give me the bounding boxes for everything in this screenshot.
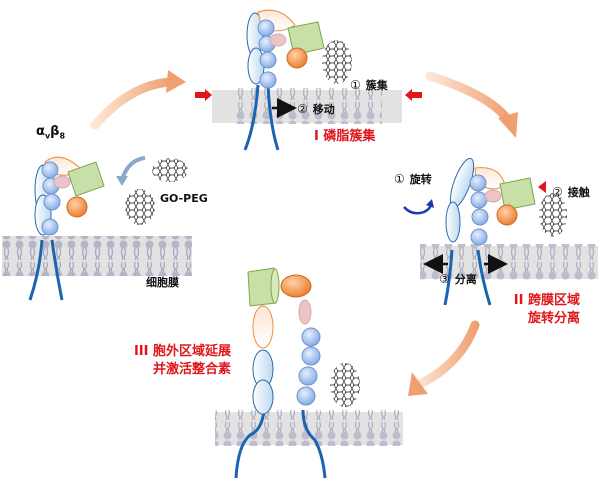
integrin-label: αvβ8 [36,124,66,141]
go-peg-sheet-stage-1 [322,40,352,84]
contact-marker [538,181,546,193]
cell-membrane-label: 细胞膜 [146,276,179,289]
integrin-stage-2 [443,157,536,306]
pressure-arrow-right [405,89,422,101]
stage2-title: II 跨膜区域 旋转分离 [514,292,580,327]
stage1-title: I 磷脂簇集 [314,129,376,144]
integrin-stage-1 [243,9,325,151]
go-peg-sheet-stage-3 [330,363,360,407]
rotate-arrow-icon [403,199,434,215]
cycle-arrow-3 [408,320,480,396]
membrane-stage-3 [215,410,403,446]
membrane-stage-1 [212,88,402,124]
stage2-title-line2: 旋转分离 [527,310,580,326]
go-peg-sheet-initial [116,156,188,225]
go-peg-sheet-stage-2 [539,193,567,237]
cycle-arrow-1 [90,70,186,130]
integrin-stage-3 [234,267,327,479]
integrin-initial [28,156,105,301]
stage3-title: III 胞外区域延展 并激活整合素 [134,343,231,378]
stage2-title-line1: II 跨膜区域 [513,293,580,308]
cycle-arrow-2 [425,71,518,138]
stage3-title-line2: 并激活整合素 [152,361,231,377]
stage3-title-line1: III 胞外区域延展 [133,344,231,359]
go-peg-label: GO-PEG [160,192,208,205]
membrane-initial [2,236,192,276]
pressure-arrow-left [195,89,212,101]
